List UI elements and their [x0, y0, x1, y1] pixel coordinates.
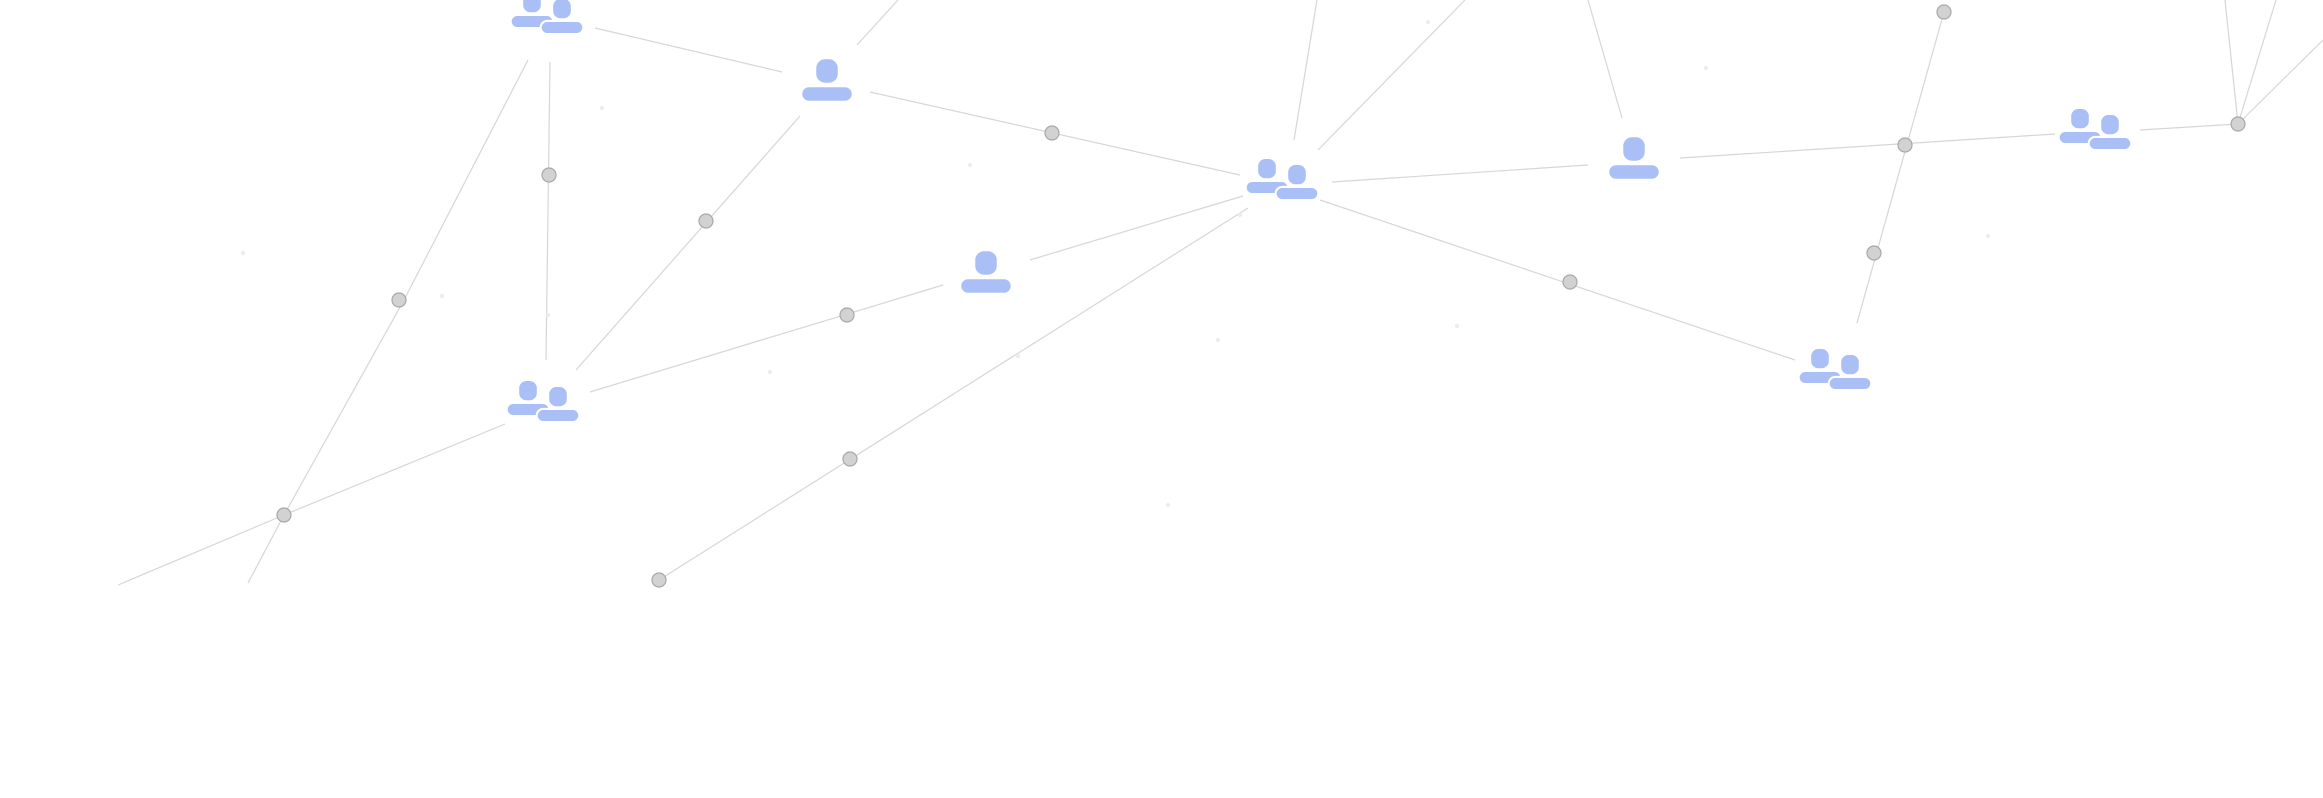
- background-dot: [1215, 337, 1221, 343]
- connection-line: [1029, 195, 1244, 261]
- user-group-icon: [2057, 106, 2133, 152]
- connection-line: [403, 59, 529, 301]
- connection-line: [1331, 164, 1589, 183]
- user-icon: [799, 56, 855, 104]
- user-icon: [958, 248, 1014, 296]
- connection-line: [589, 284, 944, 393]
- connection-point: [1936, 4, 1952, 20]
- background-dots: [240, 19, 1991, 508]
- connection-point: [842, 451, 858, 467]
- background-dot: [1985, 233, 1991, 239]
- connection-line: [856, 0, 899, 46]
- background-dot: [1015, 353, 1021, 359]
- background-dot: [1703, 65, 1709, 71]
- connection-line: [1293, 0, 1318, 141]
- connection-line: [2237, 39, 2323, 125]
- background-dot: [1425, 19, 1431, 25]
- user-icon: [1606, 134, 1662, 182]
- connection-line: [1856, 11, 1945, 324]
- background-dot: [767, 369, 773, 375]
- background-dot: [967, 162, 973, 168]
- connection-line: [2224, 0, 2239, 125]
- background-dot: [599, 105, 605, 111]
- connection-point: [541, 167, 557, 183]
- connection-point: [839, 307, 855, 323]
- connection-point: [1866, 245, 1882, 261]
- background-dot: [240, 250, 246, 256]
- user-group-icon: [1797, 346, 1873, 392]
- connection-line: [117, 514, 285, 586]
- user-group-icon: [505, 378, 581, 424]
- connection-point: [1897, 137, 1913, 153]
- user-nodes: [505, 0, 2133, 424]
- connection-points: [276, 4, 2246, 588]
- connection-line: [1587, 0, 1623, 119]
- connection-point: [2230, 116, 2246, 132]
- connection-point: [1562, 274, 1578, 290]
- connection-line: [594, 27, 783, 73]
- connection-line: [1317, 0, 1466, 151]
- connection-point: [391, 292, 407, 308]
- connection-line: [1679, 133, 2056, 159]
- user-group-icon: [1244, 156, 1320, 202]
- connection-point: [651, 572, 667, 588]
- connection-line: [247, 514, 285, 584]
- connection-point: [276, 507, 292, 523]
- connection-line: [283, 423, 506, 516]
- connection-line: [1319, 199, 1796, 361]
- background-dot: [545, 312, 551, 318]
- background-dot: [1165, 502, 1171, 508]
- background-dot: [1237, 212, 1243, 218]
- connection-line: [658, 207, 1249, 581]
- background-dot: [439, 293, 445, 299]
- connection-lines: [117, 0, 2323, 586]
- user-group-icon: [509, 0, 585, 36]
- connection-line: [575, 115, 801, 371]
- background-dot: [1454, 323, 1460, 329]
- connection-point: [1044, 125, 1060, 141]
- connection-point: [698, 213, 714, 229]
- connection-line: [283, 299, 405, 516]
- connection-line: [2139, 123, 2239, 131]
- connection-line: [545, 61, 551, 361]
- connection-line: [2237, 0, 2277, 125]
